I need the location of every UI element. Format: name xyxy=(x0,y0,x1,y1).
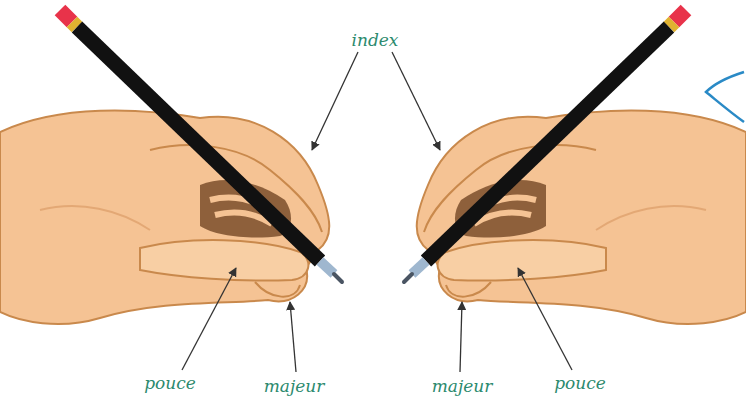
part-label: pouce xyxy=(144,375,196,392)
part-label: majeur xyxy=(264,378,325,395)
pointer-arrow xyxy=(706,72,744,122)
right-hand xyxy=(404,10,746,324)
part-label: index xyxy=(352,32,399,49)
leader-lines xyxy=(182,52,572,372)
left-hand xyxy=(0,10,342,324)
part-label: majeur xyxy=(432,378,493,395)
part-label: pouce xyxy=(554,375,606,392)
